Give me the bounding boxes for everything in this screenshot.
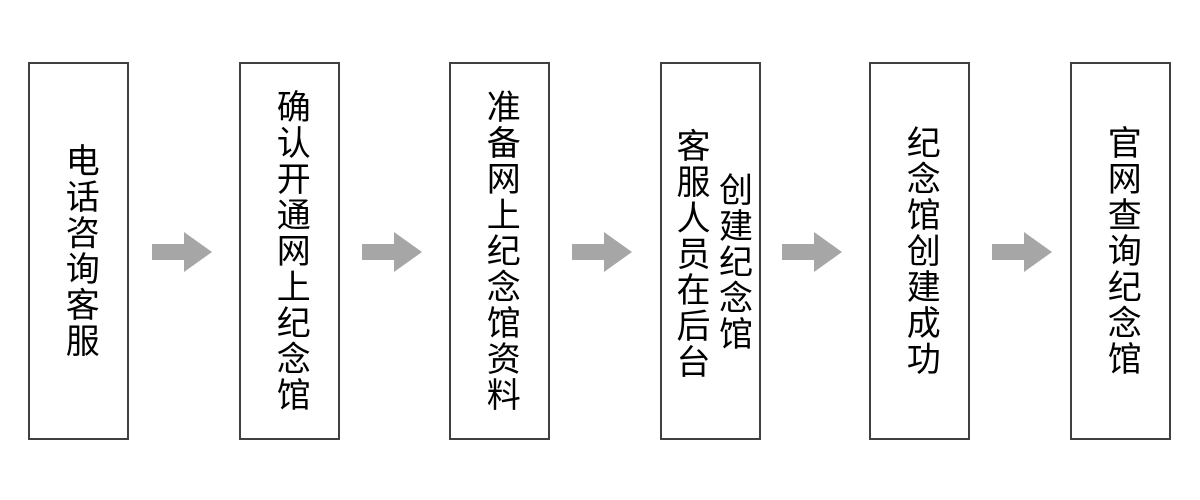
arrow-right-icon xyxy=(152,232,212,272)
flow-arrow-4 xyxy=(782,232,842,272)
flow-node-label: 官网查询纪念馆 xyxy=(1101,124,1142,378)
flow-node-step-3[interactable]: 准备网上纪念馆资料 xyxy=(449,62,550,440)
flow-arrow-5 xyxy=(992,232,1052,272)
flow-node-label-column-1: 客服人员在后台 xyxy=(670,128,710,381)
flow-node-step-6[interactable]: 官网查询纪念馆 xyxy=(1070,62,1171,440)
flow-node-step-2[interactable]: 确认开通网上纪念馆 xyxy=(239,62,340,440)
arrow-right-icon xyxy=(362,232,422,272)
arrow-right-icon xyxy=(782,232,842,272)
arrow-right-icon xyxy=(992,232,1052,272)
flow-node-label: 确认开通网上纪念馆 xyxy=(270,88,311,414)
flow-arrow-2 xyxy=(362,232,422,272)
flow-node-step-1[interactable]: 电话咨询客服 xyxy=(28,62,129,440)
flow-arrow-3 xyxy=(572,232,632,272)
flow-arrow-1 xyxy=(152,232,212,272)
flow-node-label-column-2: 创建纪念馆 xyxy=(712,172,753,353)
flow-node-step-5[interactable]: 纪念馆创建成功 xyxy=(869,62,970,440)
flow-node-label: 纪念馆创建成功 xyxy=(900,124,941,378)
flow-node-label: 电话咨询客服 xyxy=(59,142,100,360)
arrow-right-icon xyxy=(572,232,632,272)
flow-node-label: 准备网上纪念馆资料 xyxy=(480,88,521,414)
flow-node-step-4[interactable]: 客服人员在后台 创建纪念馆 xyxy=(660,62,761,440)
